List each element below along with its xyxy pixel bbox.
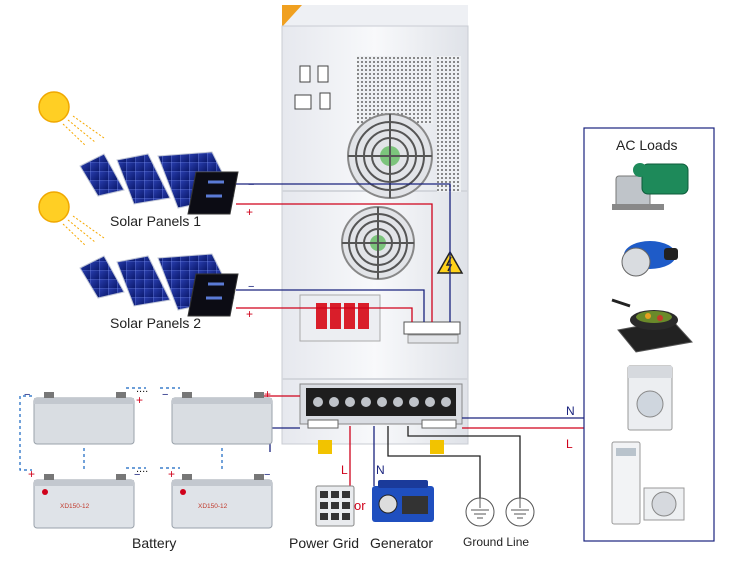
power-grid-label: Power Grid — [289, 535, 359, 551]
solar-panels-2-label: Solar Panels 2 — [110, 315, 201, 331]
breaker-panel — [299, 294, 461, 344]
battery-top-left — [33, 392, 135, 445]
ground-symbols — [465, 497, 535, 527]
front-switches — [294, 65, 331, 110]
generator-label: Generator — [370, 535, 433, 551]
battery-plus-label: + — [28, 467, 35, 481]
or-label: or — [354, 498, 366, 513]
solar-1-minus-label: − — [248, 179, 254, 191]
power-grid: Power Grid — [289, 485, 359, 551]
sun-icon — [38, 191, 105, 247]
battery-links — [19, 387, 223, 471]
side-vent — [437, 56, 461, 192]
battery-plus-label: + — [264, 387, 271, 401]
battery-bottom-right: XD150-12 — [171, 474, 273, 529]
ac-live-tag: L — [566, 437, 573, 451]
battery-model-label: XD150-12 — [60, 503, 90, 510]
induction-cooker-icon — [611, 298, 693, 353]
battery-label: Battery — [132, 535, 176, 551]
solar-1-plus-label: + — [246, 205, 253, 219]
battery-model-label: XD150-12 — [198, 503, 228, 510]
upper-vent — [357, 56, 433, 124]
ground-icon — [505, 497, 535, 527]
battery-bottom-left: XD150-12 — [33, 474, 135, 529]
solar-array-2: Solar Panels 2 − + — [38, 191, 254, 331]
sun-icon — [38, 91, 105, 147]
battery-minus-label: − — [134, 469, 140, 481]
washing-machine-icon — [627, 365, 673, 431]
battery-bank: XD150-12 XD150-12 .... .... − + − + + − … — [19, 383, 273, 551]
angle-grinder-icon — [621, 241, 678, 277]
ground-line-label: Ground Line — [463, 535, 529, 549]
ac-loads-label: AC Loads — [616, 137, 677, 153]
air-conditioner-icon — [611, 441, 685, 525]
battery-minus-label: − — [24, 389, 30, 401]
solar-2-plus-label: + — [246, 307, 253, 321]
battery-link-dots: .... — [136, 383, 148, 395]
battery-minus-label: − — [264, 469, 270, 481]
grid-live-tag: L — [341, 463, 348, 477]
battery-plus-label: + — [168, 467, 175, 481]
cabinet-feet — [318, 440, 444, 454]
ac-neutral-tag: N — [566, 404, 575, 418]
ac-loads-panel: AC Loads — [583, 127, 715, 542]
grid-neutral-tag: N — [376, 463, 385, 477]
solar-2-minus-label: − — [248, 281, 254, 293]
generator: Generator — [370, 480, 434, 551]
battery-minus-label: − — [162, 389, 168, 401]
ac-wiring — [349, 417, 584, 498]
battery-top-right — [171, 392, 273, 445]
inverter-cabinet — [281, 5, 469, 454]
ground-icon — [465, 497, 495, 527]
battery-link-dots: .... — [136, 463, 148, 475]
solar-panels-1-label: Solar Panels 1 — [110, 213, 201, 229]
terminal-block — [299, 383, 463, 429]
solar-array-1: Solar Panels 1 − + — [38, 91, 254, 229]
cooling-fan-bottom-icon — [341, 206, 415, 280]
water-pump-icon — [612, 163, 689, 210]
battery-plus-label: + — [136, 393, 143, 407]
cooling-fan-top-icon — [347, 113, 433, 199]
